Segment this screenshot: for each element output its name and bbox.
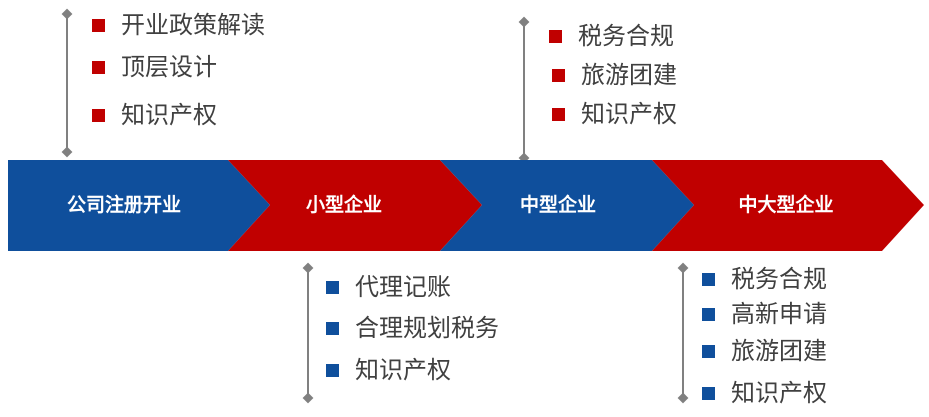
list-item: 旅游团建 [552, 58, 677, 92]
list-item-text: 旅游团建 [581, 61, 677, 89]
connector-end-3b [302, 392, 314, 404]
list-item: 高新申请 [702, 297, 827, 331]
list-item: 代理记账 [326, 270, 451, 304]
list-item-text: 高新申请 [731, 300, 827, 328]
list-item-text: 知识产权 [121, 101, 217, 129]
list-item: 知识产权 [702, 376, 827, 410]
red-square-bullet-icon [92, 60, 105, 74]
red-square-bullet-icon [92, 108, 105, 122]
blue-square-bullet-icon [702, 386, 715, 400]
stage-chevron-2 [228, 160, 482, 251]
list-item: 知识产权 [92, 98, 217, 132]
stage-label-2: 小型企业 [306, 193, 382, 216]
connector-end-1b [61, 146, 73, 158]
list-item: 税务合规 [702, 262, 827, 296]
blue-square-bullet-icon [326, 363, 339, 377]
stage-label-1: 公司注册开业 [67, 193, 181, 216]
list-item-text: 合理规划税务 [355, 314, 499, 342]
blue-square-bullet-icon [702, 307, 715, 321]
stage-label-3: 中型企业 [520, 193, 596, 216]
stage-chevron-4 [652, 160, 924, 251]
list-item: 知识产权 [552, 97, 677, 131]
list-item-text: 旅游团建 [731, 337, 827, 365]
connector-end-2a [518, 16, 530, 28]
red-square-bullet-icon [552, 68, 565, 82]
list-item-text: 税务合规 [731, 265, 827, 293]
list-item-text: 顶层设计 [121, 53, 217, 81]
blue-square-bullet-icon [702, 344, 715, 358]
list-item-text: 代理记账 [355, 273, 451, 301]
connector-end-4b [677, 392, 689, 404]
blue-square-bullet-icon [326, 280, 339, 294]
stage-chevron-1 [8, 160, 270, 251]
list-item-text: 知识产权 [355, 356, 451, 384]
list-item-text: 税务合规 [578, 22, 674, 50]
list-item-text: 知识产权 [581, 100, 677, 128]
list-item: 知识产权 [326, 353, 451, 387]
blue-square-bullet-icon [326, 321, 339, 335]
list-item: 税务合规 [549, 19, 674, 53]
list-item: 开业政策解读 [92, 8, 265, 42]
list-item: 旅游团建 [702, 334, 827, 368]
blue-square-bullet-icon [702, 272, 715, 286]
list-item-text: 开业政策解读 [121, 11, 265, 39]
list-item: 合理规划税务 [326, 311, 499, 345]
red-square-bullet-icon [92, 18, 105, 32]
red-square-bullet-icon [549, 29, 562, 43]
connector-end-1a [61, 8, 73, 20]
connector-end-4a [677, 262, 689, 274]
list-item-text: 知识产权 [731, 379, 827, 407]
list-item: 顶层设计 [92, 50, 217, 84]
red-square-bullet-icon [552, 107, 565, 121]
stage-label-4: 中大型企业 [738, 193, 833, 216]
connector-end-3a [302, 262, 314, 274]
stage-chevron-3 [440, 160, 694, 251]
